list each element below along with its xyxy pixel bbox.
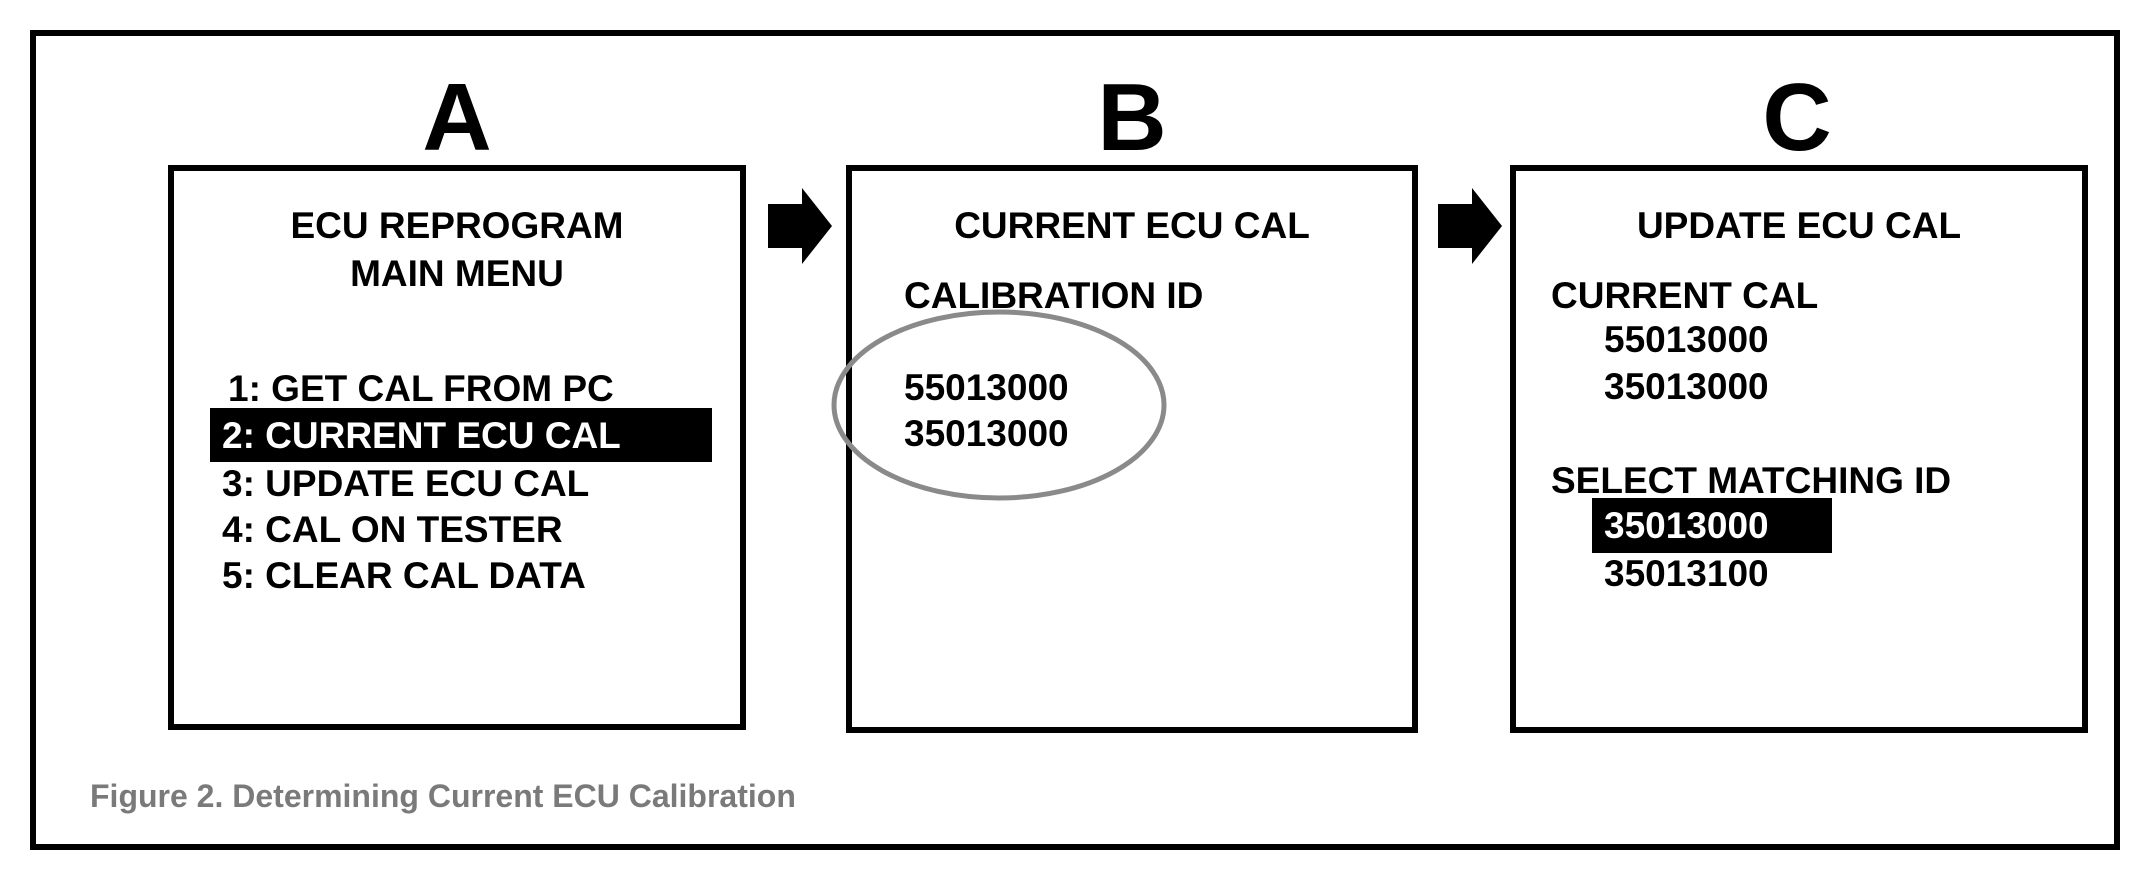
option-selection-highlight [1592,498,1832,553]
current-cal-value-1: 55013000 [1604,319,1769,360]
panel-letter-b: B [1097,64,1167,171]
menu-title-line1: ECU REPROGRAM [290,205,624,246]
panel-letter-a: A [422,64,492,171]
menu-item-clear-cal-data[interactable]: 5: CLEAR CAL DATA [222,555,586,596]
matching-id-option-1[interactable]: 35013000 [1604,505,1769,546]
menu-title-line2: MAIN MENU [350,253,564,294]
menu-item-update-ecu-cal[interactable]: 3: UPDATE ECU CAL [222,463,590,504]
calibration-id-label: CALIBRATION ID [904,275,1204,316]
select-matching-id-label: SELECT MATCHING ID [1551,460,1952,501]
arrow-right-icon [768,188,832,264]
menu-item-cal-on-tester[interactable]: 4: CAL ON TESTER [222,509,563,550]
screen-b-current-ecu-cal: CURRENT ECU CAL CALIBRATION ID 55013000 … [846,165,1418,733]
screen-a-main-menu: ECU REPROGRAM MAIN MENU 1: GET CAL FROM … [168,165,746,730]
menu-selection-highlight [210,408,712,462]
current-cal-value-2: 35013000 [1604,366,1769,407]
update-ecu-cal-title: UPDATE ECU CAL [1636,205,1962,246]
panel-letter-c: C [1762,64,1832,171]
menu-item-current-ecu-cal[interactable]: 2: CURRENT ECU CAL [222,415,621,456]
arrow-right-icon [1438,188,1502,264]
calibration-id-value-1: 55013000 [904,367,1069,408]
screen-c-update-ecu-cal: UPDATE ECU CAL CURRENT CAL 55013000 3501… [1510,165,2088,733]
current-cal-label: CURRENT CAL [1551,275,1819,316]
current-ecu-cal-title: CURRENT ECU CAL [954,205,1310,246]
menu-item-get-cal-from-pc[interactable]: 1: GET CAL FROM PC [228,368,614,409]
matching-id-option-2[interactable]: 35013100 [1604,553,1769,594]
callout-ellipse [831,309,1167,501]
figure-caption: Figure 2. Determining Current ECU Calibr… [90,778,796,814]
calibration-id-value-2: 35013000 [904,413,1069,454]
